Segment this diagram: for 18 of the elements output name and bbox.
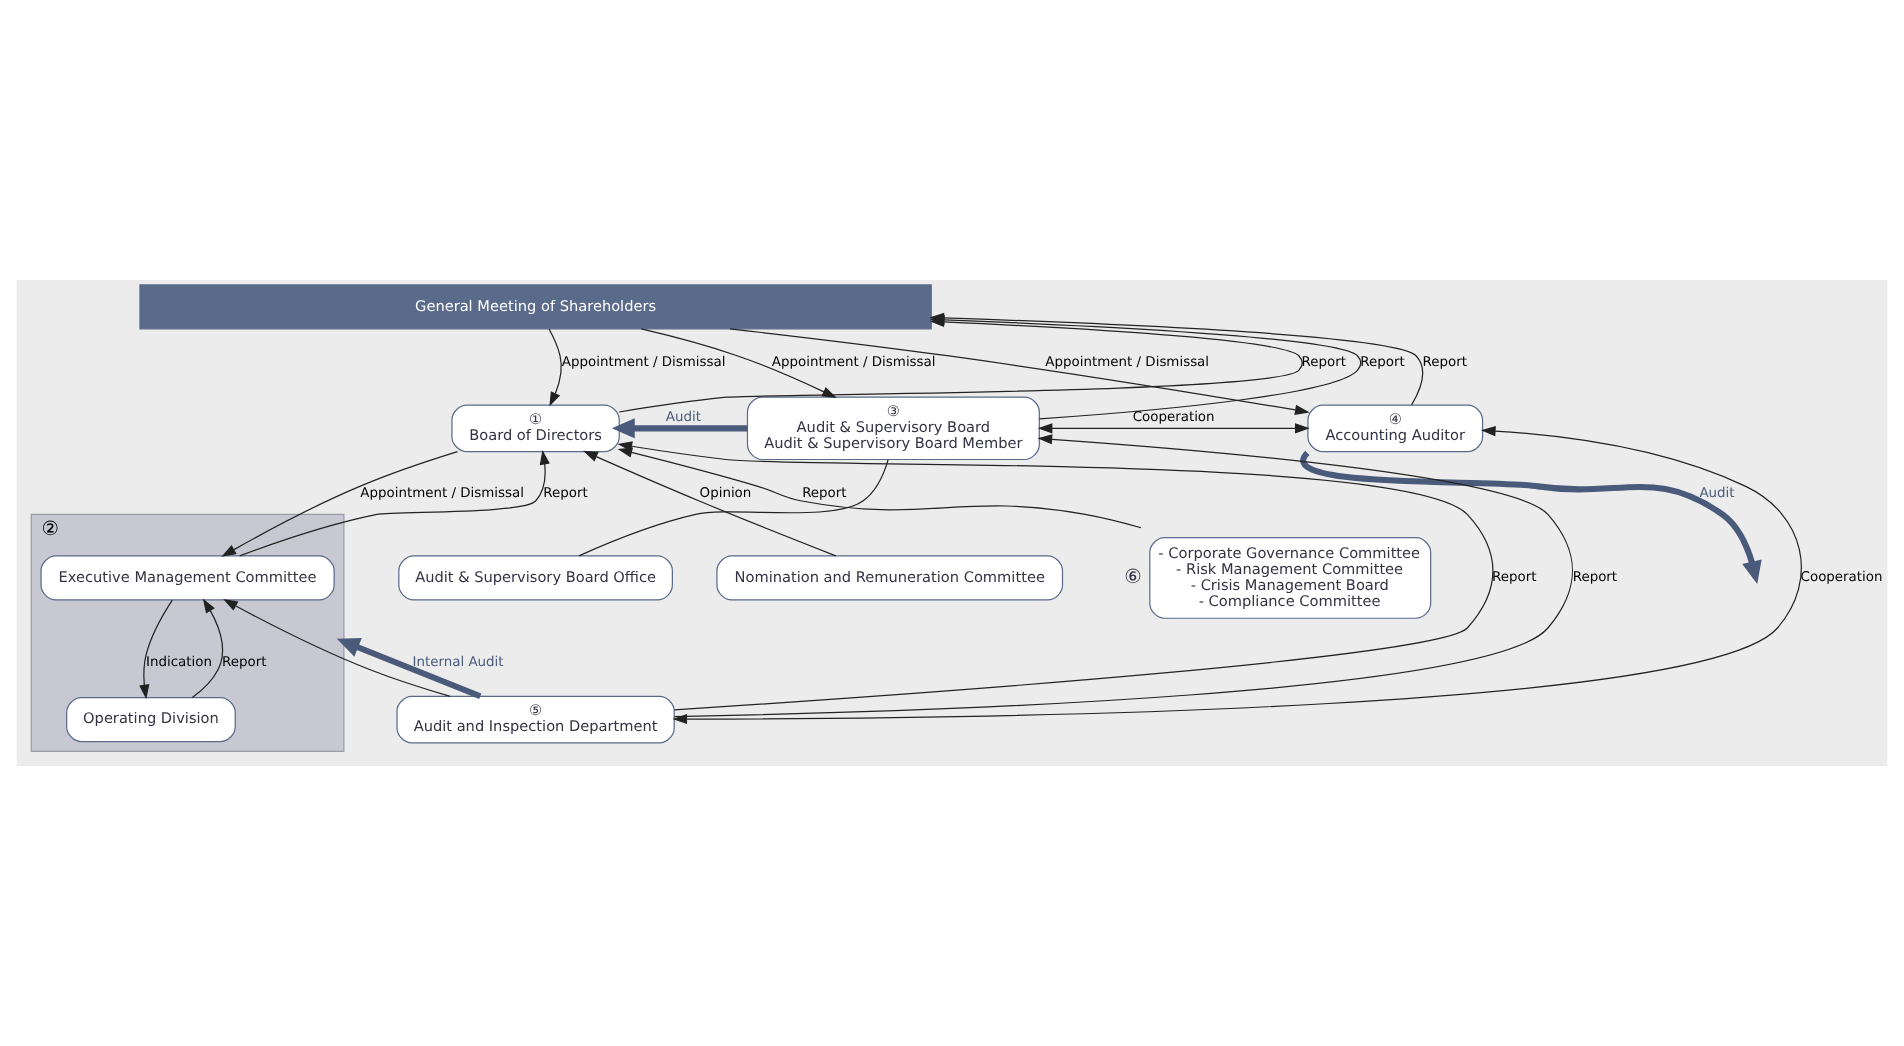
- arrow: [223, 599, 451, 697]
- arrow: [673, 434, 1574, 718]
- arrow: [139, 599, 173, 700]
- arrow: [548, 328, 562, 407]
- arrow: [617, 441, 1494, 711]
- arrow: [617, 447, 1142, 529]
- arrow: [191, 598, 224, 699]
- arrow: [583, 450, 837, 557]
- arrow: [221, 451, 459, 557]
- arrow: [672, 425, 1802, 725]
- node-label: ⑥: [1124, 566, 1142, 589]
- arrow: [336, 638, 482, 700]
- arrow: [729, 328, 1310, 415]
- connector: [578, 458, 889, 557]
- arrow: [1037, 423, 1310, 434]
- arrow: [239, 449, 550, 557]
- arrow: [1301, 451, 1762, 585]
- arrow: [611, 418, 748, 439]
